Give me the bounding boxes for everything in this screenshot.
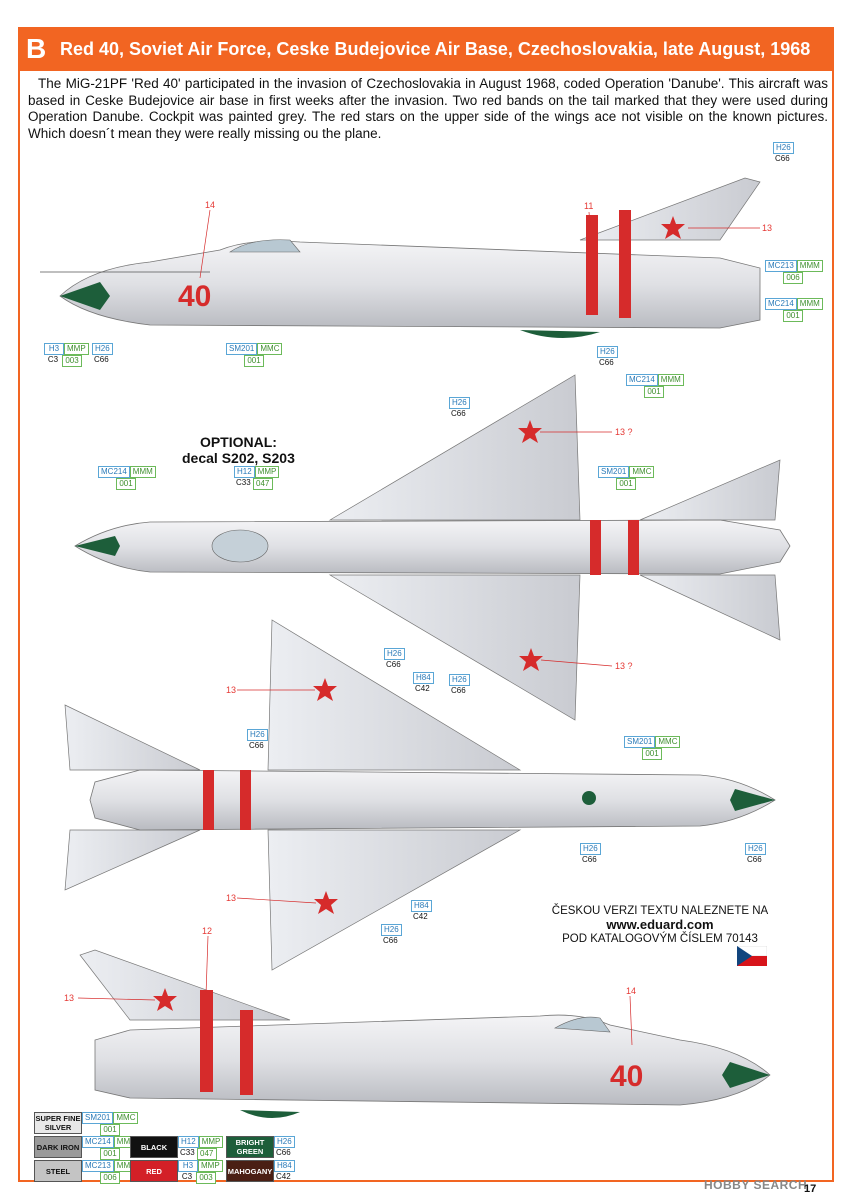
frame-left — [18, 70, 20, 1180]
profile-title: Red 40, Soviet Air Force, Ceske Budejovi… — [60, 39, 811, 59]
color-box-h26-d: H26 C66 — [449, 397, 470, 419]
svg-text:40: 40 — [610, 1060, 643, 1093]
czech-version-note: ČESKOU VERZI TEXTU NALEZNETE NA www.edua… — [540, 904, 780, 946]
legend-swatch: BLACK — [130, 1136, 178, 1158]
color-box-h26-i: H26 C66 — [745, 843, 766, 865]
callout-13-b: 13 — [226, 685, 237, 695]
page-number: 17 — [804, 1183, 817, 1195]
callout-13-d: 13 — [64, 993, 75, 1003]
callout-12: 12 — [202, 926, 213, 936]
callout-14-bottom: 14 — [626, 986, 637, 996]
optional-note: OPTIONAL: decal S202, S203 — [182, 434, 295, 466]
legend-swatch: BRIGHT GREEN — [226, 1136, 274, 1158]
color-box-h26-f: H26 C66 — [449, 674, 470, 696]
header-bar — [18, 27, 834, 71]
color-box-h26: H26 C66 — [773, 142, 794, 164]
legend-swatch: RED — [130, 1160, 178, 1182]
legend-swatch: MAHOGANY — [226, 1160, 274, 1182]
bottom-view — [64, 619, 776, 971]
legend-swatch: DARK IRON — [34, 1136, 82, 1158]
color-box-h26-g: H26 C66 — [247, 729, 268, 751]
frame-bottom — [18, 1180, 834, 1182]
color-box-h26-j: H26 C66 — [381, 924, 402, 946]
callout-13q-b: 13 ? — [615, 661, 633, 671]
top-view — [74, 374, 791, 721]
callout-13q-a: 13 ? — [615, 427, 633, 437]
color-box-h26-h: H26 C66 — [580, 843, 601, 865]
color-box-h26-b: H26 C66 — [92, 343, 113, 365]
callout-14-top: 14 — [205, 200, 216, 210]
legend-swatch: STEEL — [34, 1160, 82, 1182]
color-box-h84-b: H84 C42 — [411, 900, 432, 922]
profile-letter: B — [26, 33, 47, 64]
color-box-h26-c: H26 C66 — [597, 346, 618, 368]
color-box-h26-e: H26 C66 — [384, 648, 405, 670]
eduard-url: www.eduard.com — [606, 917, 714, 932]
callout-13-c: 13 — [226, 893, 237, 903]
svg-text:40: 40 — [178, 280, 211, 313]
callout-13-a: 13 — [762, 223, 773, 233]
legend-swatch: SUPER FINE SILVER — [34, 1112, 82, 1134]
frame-right — [832, 70, 834, 1180]
side-view-top: 40 — [40, 177, 761, 339]
czech-flag-icon — [737, 946, 767, 966]
watermark: HOBBY SEARCH — [704, 1178, 808, 1192]
color-box-h84-a: H84 C42 — [413, 672, 434, 694]
side-view-bottom: 40 — [79, 949, 771, 1119]
callout-11: 11 — [584, 201, 594, 211]
intro-text: The MiG-21PF 'Red 40' participated in th… — [28, 76, 828, 141]
